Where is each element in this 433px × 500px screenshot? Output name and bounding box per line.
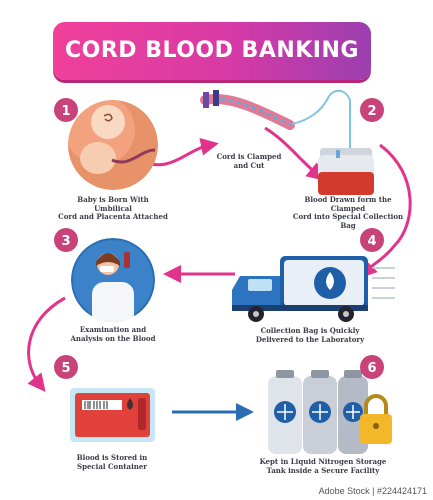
badge-1-number: 1 [61,104,70,119]
step-6-caption: Kept in Liquid Nitrogen Storage Tank ins… [259,457,387,475]
arrow-clamp-to-bag [264,126,325,181]
title-banner: CORD BLOOD BANKING [53,22,371,80]
badge-3 [54,228,78,252]
step-3-caption: Examination and Analysis on the Blood [70,325,156,343]
step-2-caption: Blood Drawn form the Clamped Cord into S… [292,195,404,230]
lab-technician-illustration [71,238,155,322]
arrow-2-to-4 [358,143,412,279]
watermark: Adobe Stock | #224424171 [318,486,427,496]
badge-6-number: 6 [367,361,376,376]
clamp-caption: Cord is Clamped and Cut [216,152,282,170]
nitrogen-tanks-illustration [268,370,392,454]
badge-3-number: 3 [61,234,70,249]
title: CORD BLOOD BANKING [65,38,359,63]
badge-4-number: 4 [367,234,376,249]
step-1-caption: Baby is Born With Umbilical Cord and Pla… [58,195,168,221]
badge-1 [54,98,78,122]
baby-illustration [68,100,158,190]
clamped-cord-illustration [200,89,351,150]
badge-6 [360,355,384,379]
badge-2-number: 2 [367,104,376,119]
storage-container-illustration [70,388,155,442]
step-4-caption: Collection Bag is Quickly Delivered to t… [255,326,365,344]
badge-4 [360,228,384,252]
truck-illustration [232,256,395,322]
badge-5 [54,355,78,379]
badge-5-number: 5 [61,361,70,376]
badge-2 [360,98,384,122]
step-5-caption: Blood is Stored in Special Container [76,453,148,471]
collection-bag-illustration [318,148,374,195]
arrow-3-to-5 [27,296,66,393]
